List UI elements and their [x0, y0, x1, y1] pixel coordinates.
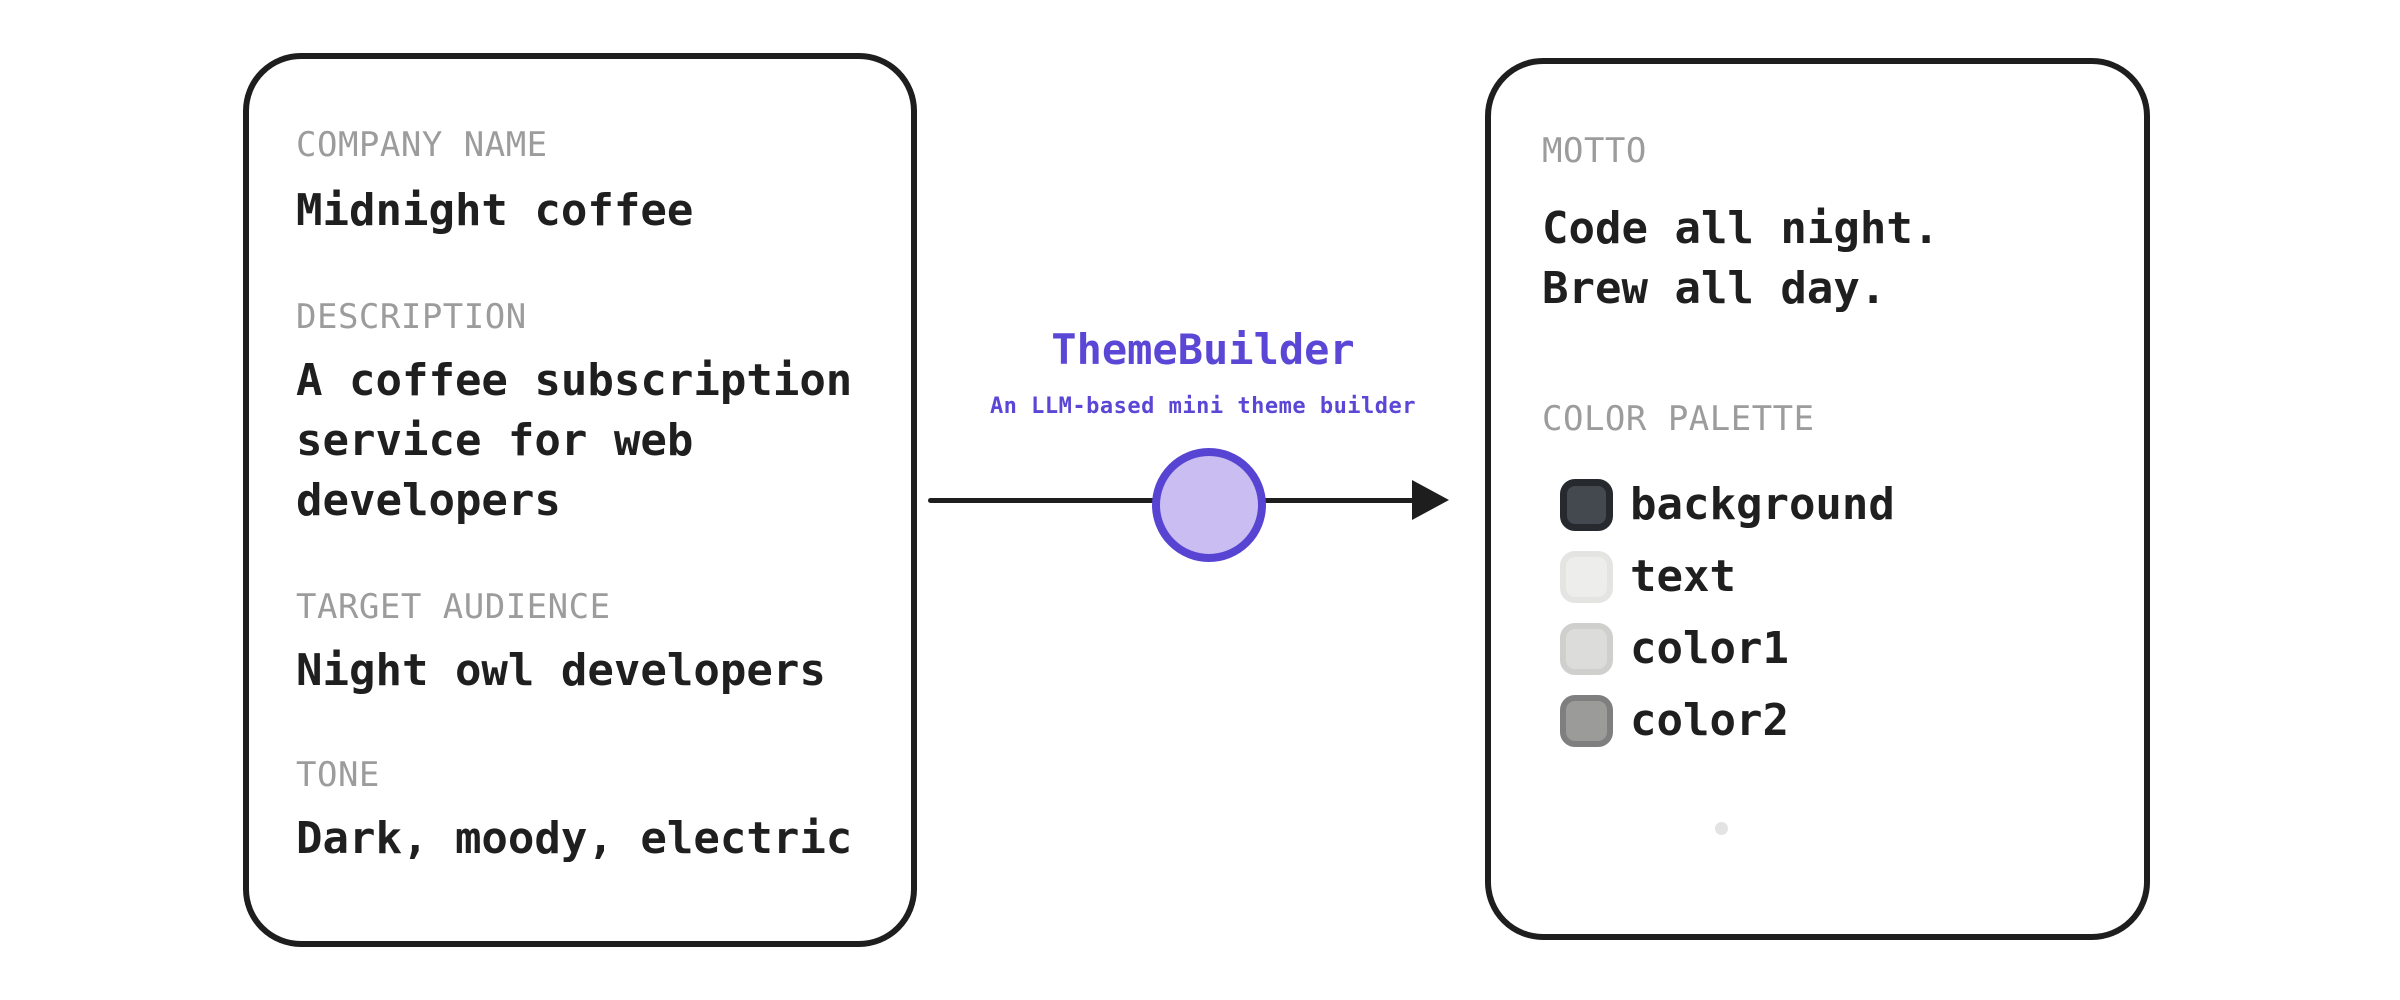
motto-label: MOTTO: [1542, 131, 1647, 171]
palette-row-color1: color1: [1560, 623, 2106, 675]
decorative-dot: [1715, 822, 1728, 835]
palette-row-color2: color2: [1560, 695, 2106, 747]
motto-line-1: Code all night.: [1542, 203, 1940, 254]
palette-row-background: background: [1560, 479, 2106, 531]
palette-color-name: background: [1630, 479, 1895, 530]
color-palette-label: COLOR PALETTE: [1542, 399, 1815, 439]
tone-label: TONE: [296, 755, 380, 795]
processor-subtitle: An LLM-based mini theme builder: [989, 394, 1417, 419]
motto-line-2: Brew all day.: [1542, 263, 1887, 314]
input-card: COMPANY NAME Midnight coffee DESCRIPTION…: [243, 53, 917, 947]
target-audience-value: Night owl developers: [296, 645, 826, 696]
palette-color-name: color1: [1630, 623, 1789, 674]
background-color-swatch: [1560, 479, 1613, 531]
text-color-swatch: [1560, 551, 1613, 603]
palette-row-text: text: [1560, 551, 2106, 603]
company-name-value: Midnight coffee: [296, 185, 694, 236]
palette-color-name: color2: [1630, 695, 1789, 746]
output-card: MOTTO Code all night. Brew all day. COLO…: [1485, 58, 2150, 940]
description-value: A coffee subscription service for web de…: [296, 355, 853, 526]
processor-title: ThemeBuilder: [1051, 325, 1355, 374]
motto-value: Code all night. Brew all day.: [1542, 199, 2106, 319]
palette-color-name: text: [1630, 551, 1736, 602]
flow-arrowhead-icon: [1412, 480, 1449, 520]
color2-color-swatch: [1560, 695, 1613, 747]
color1-color-swatch: [1560, 623, 1613, 675]
target-audience-label: TARGET AUDIENCE: [296, 587, 611, 627]
color-palette-list: background text color1 color2: [1542, 479, 2106, 747]
description-label: DESCRIPTION: [296, 297, 527, 337]
llm-node-circle: [1152, 448, 1266, 562]
company-name-label: COMPANY NAME: [296, 125, 548, 165]
tone-value: Dark, moody, electric: [296, 813, 853, 864]
